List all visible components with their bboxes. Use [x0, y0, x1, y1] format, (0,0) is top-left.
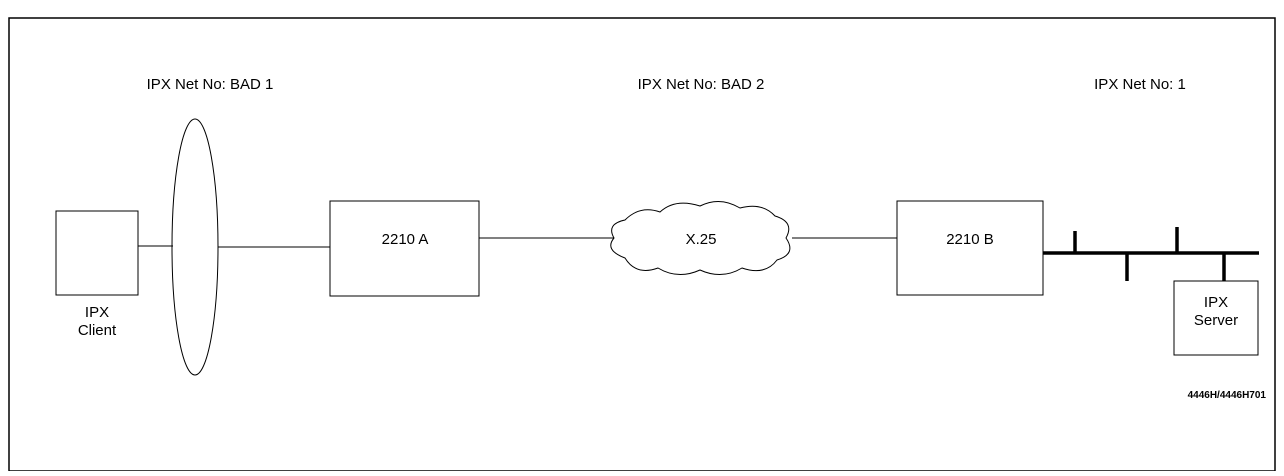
x25-cloud-label: X.25	[686, 231, 717, 248]
net-label-bad1: IPX Net No: BAD 1	[147, 76, 274, 93]
ipx-server-box	[1173, 280, 1259, 356]
router-b-label: 2210 B	[946, 231, 994, 248]
net-label-1: IPX Net No: 1	[1094, 76, 1186, 93]
router-a-label: 2210 A	[382, 231, 429, 248]
ipx-server-label-line2: Server	[1194, 312, 1238, 329]
router-a-box	[329, 200, 480, 297]
ipx-server-label-line1: IPX	[1204, 294, 1228, 311]
router-b-box	[896, 200, 1044, 296]
ipx-client-label-line2: Client	[78, 322, 117, 339]
x25-cloud	[610, 201, 791, 275]
ipx-client-box	[55, 210, 139, 296]
net-label-bad2: IPX Net No: BAD 2	[638, 76, 765, 93]
ipx-client-label-line1: IPX	[85, 304, 109, 321]
figure-id: 4446H/4446H701	[1188, 390, 1267, 401]
lan-ring-ellipse	[171, 118, 219, 376]
